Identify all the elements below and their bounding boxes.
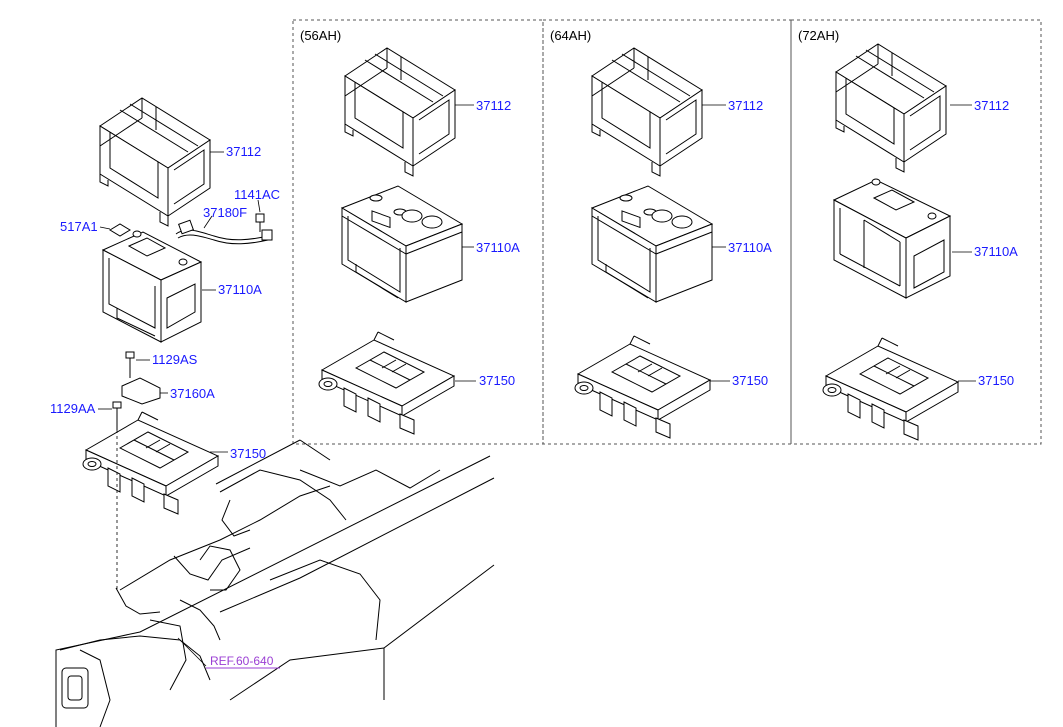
tray-drawing-64ah — [574, 335, 711, 439]
clamp-bolt-drawing — [125, 351, 135, 378]
part-number-cover-72ah[interactable]: 37112 — [974, 98, 1009, 113]
part-number-tray-main[interactable]: 37150 — [230, 446, 266, 461]
battery-drawing-56ah — [341, 185, 463, 303]
body-frame-drawing — [55, 439, 495, 727]
part-number-cover-main[interactable]: 37112 — [226, 144, 261, 159]
cover-drawing-72ah — [835, 43, 947, 173]
part-number-tray-bolt[interactable]: 1129AA — [50, 401, 96, 416]
part-number-cover-56ah[interactable]: 37112 — [476, 98, 511, 113]
variant-capacity-label-72ah: (72AH) — [798, 28, 839, 43]
cover-drawing-56ah — [344, 47, 456, 177]
variant-64ah-drawings — [574, 47, 730, 439]
clamp-drawing — [121, 377, 161, 405]
part-number-tray-64ah[interactable]: 37150 — [732, 373, 768, 388]
part-number-battery-main[interactable]: 37110A — [218, 282, 262, 297]
bolt-top-drawing — [255, 213, 265, 232]
variant-panels — [292, 19, 1042, 445]
tray-drawing-56ah — [318, 331, 455, 435]
part-number-battery-64ah[interactable]: 37110A — [728, 240, 772, 255]
variant-72ah-drawings — [822, 43, 976, 441]
part-number-battery-72ah[interactable]: 37110A — [974, 244, 1018, 259]
part-number-cable[interactable]: 37180F — [203, 205, 247, 220]
tray-drawing-main — [82, 411, 219, 515]
variant-panel-56ah — [292, 19, 544, 445]
battery-drawing-main — [102, 230, 202, 343]
part-number-bolt-top[interactable]: 1141AC — [234, 187, 280, 202]
part-number-clamp-bolt[interactable]: 1129AS — [152, 352, 198, 367]
part-number-tray-72ah[interactable]: 37150 — [978, 373, 1014, 388]
battery-drawing-64ah — [591, 185, 713, 303]
variant-capacity-label-56ah: (56AH) — [300, 28, 341, 43]
part-number-label[interactable]: 517A1 — [60, 219, 98, 234]
part-number-cover-64ah[interactable]: 37112 — [728, 98, 763, 113]
battery-drawing-72ah — [833, 178, 951, 299]
main-assembly-drawings — [55, 97, 495, 727]
variant-panel-72ah — [790, 19, 1042, 445]
variant-56ah-drawings — [318, 47, 476, 435]
part-number-tray-56ah[interactable]: 37150 — [479, 373, 515, 388]
tray-bolt-drawing — [112, 401, 122, 430]
part-number-battery-56ah[interactable]: 37110A — [476, 240, 520, 255]
ref-link[interactable]: REF.60-640 — [210, 654, 274, 668]
cover-drawing-main — [99, 97, 211, 227]
part-number-clamp[interactable]: 37160A — [170, 386, 215, 401]
cover-drawing-64ah — [591, 47, 703, 177]
label-sticker-drawing — [109, 223, 131, 237]
variant-capacity-label-64ah: (64AH) — [550, 28, 591, 43]
tray-drawing-72ah — [822, 337, 959, 441]
